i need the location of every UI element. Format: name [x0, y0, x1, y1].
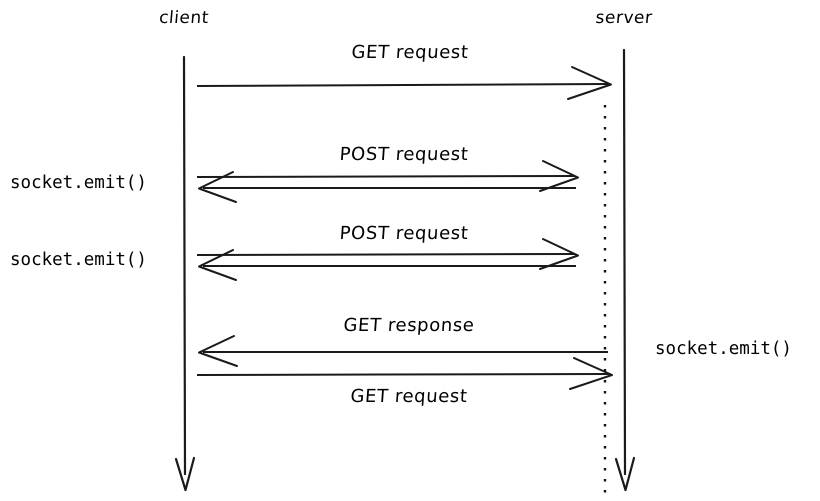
- actor-title-server: server: [594, 8, 654, 28]
- lifeline-server: [614, 48, 636, 492]
- message-label-get-response: GET response: [342, 315, 476, 336]
- message-arrow-get-request-1: [196, 66, 612, 100]
- actor-title-client: client: [158, 8, 210, 28]
- message-label-get-request-1: GET request: [350, 42, 470, 63]
- lifeline-client: [174, 55, 196, 492]
- message-label-post-request-1: POST request: [338, 144, 470, 165]
- message-arrow-post-reply-1: [198, 171, 576, 203]
- message-label-get-request-2: GET request: [349, 386, 469, 407]
- message-arrow-post-request-1: [196, 160, 579, 192]
- message-arrow-get-request-2: [196, 357, 613, 390]
- message-arrow-post-request-2: [196, 238, 579, 270]
- message-label-post-request-2: POST request: [338, 223, 470, 244]
- message-arrow-get-response: [198, 335, 608, 367]
- annotation-socket-emit-client-1: socket.emit(): [10, 173, 147, 193]
- annotation-socket-emit-server: socket.emit(): [655, 339, 792, 359]
- message-arrow-post-reply-2: [198, 249, 576, 281]
- annotation-socket-emit-client-2: socket.emit(): [10, 250, 147, 270]
